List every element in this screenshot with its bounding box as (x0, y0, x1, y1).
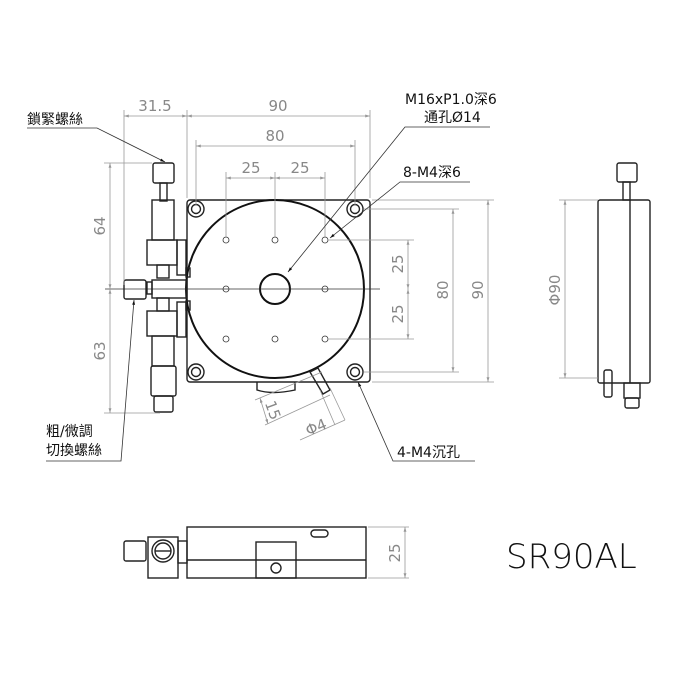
dim-25-v-bottom: 25 (389, 304, 407, 323)
corner-holes (187, 200, 364, 381)
dim-15: 15 (261, 398, 284, 422)
dim-80: 80 (265, 127, 284, 145)
mount-holes (222, 236, 329, 343)
label-switch-line1: 粗/微調 (46, 424, 93, 440)
switch-screw-knob (123, 279, 147, 300)
lock-screw-knob (152, 162, 175, 184)
dim-90: 90 (268, 97, 287, 115)
side-view: Φ90 (546, 162, 651, 409)
label-center-thread: M16xP1.0深6 (405, 92, 497, 108)
label-counterbore: 4-M4沉孔 (397, 445, 460, 461)
dim-90-v: 90 (469, 280, 487, 299)
top-view (105, 162, 380, 413)
callouts: 鎖緊螺絲 M16xP1.0深6 通孔Ø14 8-M4深6 4-M4沉孔 粗/微調… (27, 92, 497, 462)
label-switch-line2: 切換螺絲 (46, 443, 102, 459)
dim-25-v-top: 25 (389, 254, 407, 273)
dim-63: 63 (91, 341, 109, 360)
label-mount-holes: 8-M4深6 (403, 165, 461, 181)
label-center-through: 通孔Ø14 (424, 110, 481, 126)
dim-64: 64 (91, 216, 109, 235)
dim-31-5: 31.5 (138, 97, 171, 115)
dim-phi4: Φ4 (303, 415, 330, 440)
dim-25-right: 25 (290, 159, 309, 177)
dim-phi90: Φ90 (546, 275, 564, 306)
dimensions-top: 31.5 90 80 25 25 25 25 80 90 64 63 (91, 97, 494, 441)
dim-80-v: 80 (434, 280, 452, 299)
front-view: 25 (123, 526, 409, 579)
model-name: SR90AL (506, 537, 637, 577)
pin (309, 367, 331, 395)
dim-25-thickness: 25 (386, 543, 404, 562)
label-lock-screw: 鎖緊螺絲 (27, 112, 83, 128)
micrometer-assembly (123, 162, 191, 413)
dim-25-left: 25 (241, 159, 260, 177)
